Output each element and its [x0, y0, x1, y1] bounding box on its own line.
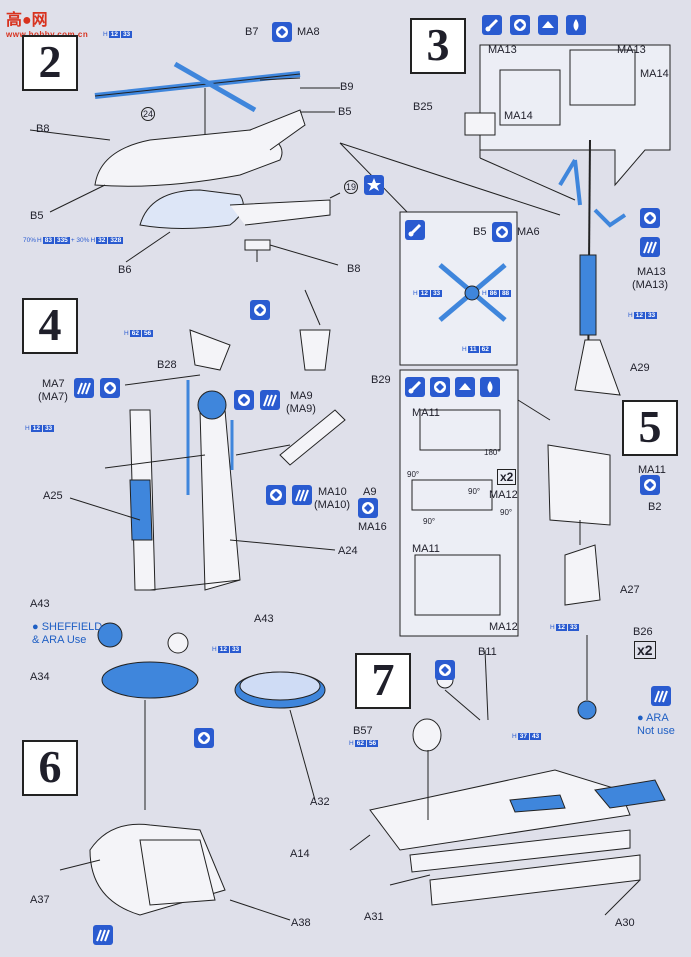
- label-circ19: 19: [344, 180, 358, 194]
- label-ma6: MA6: [517, 226, 540, 238]
- label-a27: A27: [620, 584, 640, 596]
- label-b8-bottom: B8: [347, 263, 361, 275]
- label-deg90d: 90°: [500, 508, 513, 517]
- sheffield-note: ● SHEFFIELD & ARA Use: [32, 621, 103, 646]
- label-ma7: MA7: [42, 378, 65, 390]
- label-ma10-paren: (MA10): [314, 499, 351, 511]
- label-ma14-b: MA14: [640, 68, 669, 80]
- label-a9: A9: [363, 486, 377, 498]
- ara-note: ● ARA Not use: [637, 712, 675, 737]
- label-ma11-low: MA11: [412, 543, 440, 555]
- label-b9: B9: [340, 81, 354, 93]
- label-a25: A25: [43, 490, 63, 502]
- label-b25: B25: [413, 101, 433, 113]
- label-ma11-grid: MA11: [412, 407, 440, 419]
- label-ma14-a: MA14: [504, 110, 533, 122]
- label-ma9: MA9: [290, 390, 313, 402]
- label-ma13-right: MA13: [637, 266, 666, 278]
- label-a14: A14: [290, 848, 310, 860]
- label-ma13-b: MA13: [617, 44, 646, 56]
- label-a43-left: A43: [30, 598, 50, 610]
- label-a24: A24: [338, 545, 358, 557]
- label-ma10: MA10: [318, 486, 347, 498]
- label-b11: B11: [478, 646, 497, 658]
- label-b5-top: B5: [338, 106, 352, 118]
- label-b7: B7: [245, 26, 259, 38]
- label-a37: A37: [30, 894, 50, 906]
- label-b29: B29: [371, 374, 391, 386]
- label-b57: B57: [353, 725, 373, 737]
- label-b28: B28: [157, 359, 177, 371]
- label-ma9-paren: (MA9): [286, 403, 316, 415]
- label-x2-b26: x2: [634, 641, 656, 659]
- label-deg90a: 90°: [407, 470, 420, 479]
- step-number-7: 7: [355, 653, 411, 709]
- label-x2-grid: x2: [497, 469, 517, 485]
- step-number-4: 4: [22, 298, 78, 354]
- step-number-3: 3: [410, 18, 466, 74]
- step-number-6: 6: [22, 740, 78, 796]
- label-a30: A30: [615, 917, 635, 929]
- label-deg90c: 90°: [423, 517, 436, 526]
- label-a34: A34: [30, 671, 50, 683]
- label-b26: B26: [633, 626, 653, 638]
- label-ma12-grid: MA12: [489, 489, 518, 501]
- label-ma11-right: MA11: [638, 464, 666, 476]
- label-deg180: 180°: [484, 448, 501, 457]
- label-ma13-right-paren: (MA13): [632, 279, 669, 291]
- label-circ24: 24: [141, 107, 155, 121]
- label-ma16: MA16: [358, 521, 387, 533]
- label-b5-inset: B5: [473, 226, 487, 238]
- label-b5-left: B5: [30, 210, 44, 222]
- label-ma7-paren: (MA7): [38, 391, 68, 403]
- label-a38: A38: [291, 917, 311, 929]
- label-a29: A29: [630, 362, 650, 374]
- label-a43-right: A43: [254, 613, 274, 625]
- step-number-5: 5: [622, 400, 678, 456]
- label-b8-left: B8: [36, 123, 50, 135]
- label-deg90b: 90°: [468, 487, 481, 496]
- step-number-2: 2: [22, 35, 78, 91]
- label-b2: B2: [648, 501, 662, 513]
- label-ma8: MA8: [297, 26, 320, 38]
- label-a32: A32: [310, 796, 330, 808]
- label-b6: B6: [118, 264, 132, 276]
- label-a31: A31: [364, 911, 384, 923]
- label-ma12-low: MA12: [489, 621, 518, 633]
- site-watermark: 高●网 www.hobby.com.cn: [6, 12, 88, 39]
- label-ma13-a: MA13: [488, 44, 517, 56]
